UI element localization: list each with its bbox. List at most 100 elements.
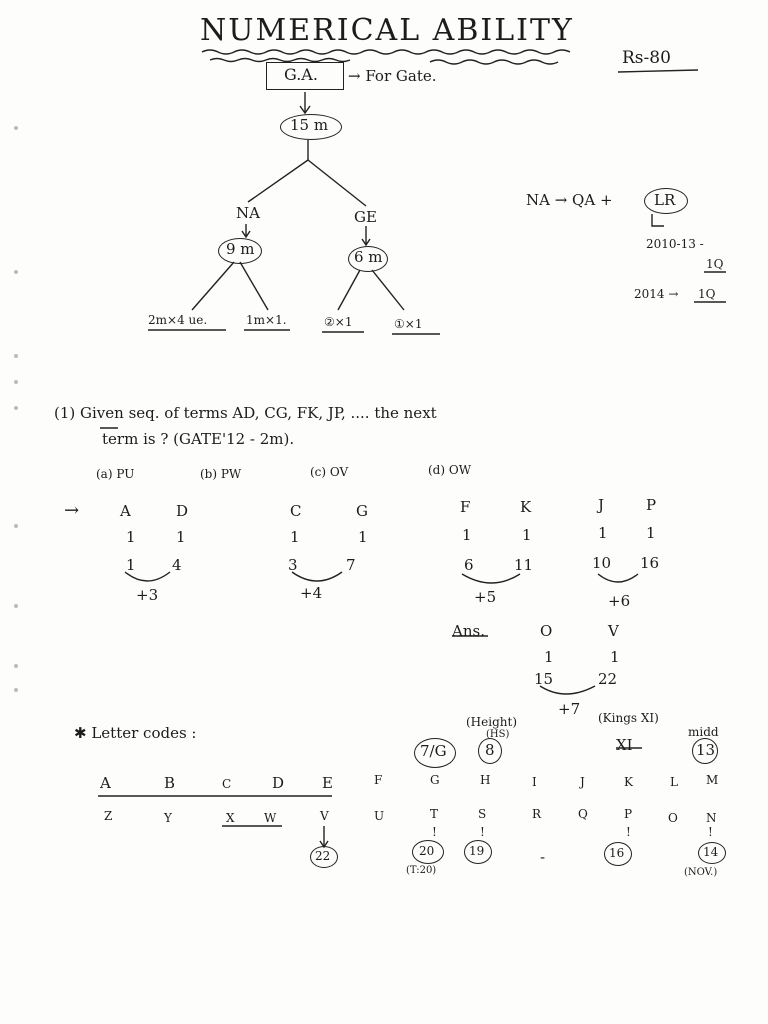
scan-speck <box>14 270 18 274</box>
row1-letter: L <box>670 775 678 789</box>
row2-letter: O <box>668 811 678 825</box>
page-title: NUMERICAL ABILITY <box>200 13 574 48</box>
row1-letter: B <box>164 774 176 792</box>
code-13: 13 <box>696 741 716 759</box>
code-7g: 7/G <box>420 742 447 760</box>
row2-letter: Z <box>104 809 113 823</box>
code-13-oval <box>692 738 718 764</box>
code-19: 19 <box>469 844 485 858</box>
row2-letter: W <box>264 811 277 825</box>
row1-letter: G <box>430 773 440 787</box>
root-marks: 15 m <box>290 116 329 134</box>
g2-letter-1: C <box>290 502 302 520</box>
years-1-value: 1Q <box>706 257 724 271</box>
scan-speck <box>14 664 18 668</box>
code-20-oval <box>412 840 444 864</box>
ge-oval <box>348 246 388 272</box>
tick-mark: ! <box>432 825 437 839</box>
years-2-value: 1Q <box>698 287 716 301</box>
code-22-oval <box>310 846 338 868</box>
g1-letter-1: A <box>120 502 131 520</box>
years-2: 2014 → <box>634 287 679 301</box>
letter-codes-heading: ✱ Letter codes : <box>74 724 197 742</box>
root-oval <box>280 114 342 140</box>
option-b: (b) PW <box>200 467 242 481</box>
question-line-1: (1) Given seq. of terms AD, CG, FK, JP, … <box>54 404 437 422</box>
years-1: 2010-13 - <box>646 237 704 251</box>
solution-arrow: → <box>64 500 80 521</box>
row1-letter: F <box>374 773 383 787</box>
scan-speck <box>14 354 18 358</box>
g2-num-2: 7 <box>346 556 356 574</box>
code-7g-oval <box>414 738 456 768</box>
code-dash: - <box>540 848 546 866</box>
g2-diff: +4 <box>300 584 323 602</box>
g2-rank-1: 1 <box>290 528 300 546</box>
g4-diff: +6 <box>608 592 631 610</box>
ans-num-1: 15 <box>534 670 554 688</box>
code-20: 20 <box>419 844 435 858</box>
row1-letter: K <box>624 775 633 789</box>
option-a: (a) PU <box>96 467 135 481</box>
na-left: 2m×4 ue. <box>148 313 208 327</box>
g4-rank-1: 1 <box>598 524 608 542</box>
g3-num-2: 11 <box>514 556 534 574</box>
g2-num-1: 3 <box>288 556 298 574</box>
ge-left: ②×1 <box>324 315 353 329</box>
ans-num-2: 22 <box>598 670 618 688</box>
option-d: (d) OW <box>428 463 472 477</box>
tick-mark: ! <box>480 825 485 839</box>
option-c: (c) OV <box>310 465 349 479</box>
lr-oval <box>644 188 688 214</box>
na-marks: 9 m <box>226 240 255 258</box>
code-16-oval <box>604 842 632 866</box>
price-note: Rs-80 <box>622 48 671 68</box>
row2-letter: X <box>226 811 235 825</box>
ans-diff: +7 <box>558 700 581 718</box>
ans-letter-1: O <box>540 622 553 640</box>
note-midd: midd <box>688 725 719 739</box>
row2-letter: Q <box>578 807 588 821</box>
g4-letter-1: J <box>598 496 605 514</box>
ga-note: → For Gate. <box>348 67 437 85</box>
row1-letter: H <box>480 773 491 787</box>
note-height: (Height) <box>466 715 517 729</box>
g1-rank-2: 1 <box>176 528 186 546</box>
code-t20: (T:20) <box>406 865 437 876</box>
code-xi: XI <box>616 736 633 754</box>
code-8-oval <box>478 738 502 764</box>
row1-letter: E <box>322 774 333 792</box>
g4-letter-2: P <box>646 496 657 514</box>
code-14-oval <box>698 842 726 864</box>
ans-rank-2: 1 <box>610 648 620 666</box>
ans-letter-2: V <box>608 622 619 640</box>
row2-letter: P <box>624 807 633 821</box>
g3-rank-1: 1 <box>462 526 472 544</box>
row2-letter: T <box>430 807 439 821</box>
g2-rank-2: 1 <box>358 528 368 546</box>
row1-letter: J <box>580 775 585 789</box>
g3-letter-1: F <box>460 498 471 516</box>
tick-mark: ! <box>708 825 713 839</box>
code-nov: (NOV.) <box>684 867 718 878</box>
ge-marks: 6 m <box>354 248 383 266</box>
row2-letter: S <box>478 807 487 821</box>
g3-num-1: 6 <box>464 556 474 574</box>
note-hs: (HS) <box>486 729 510 740</box>
g4-num-1: 10 <box>592 554 612 572</box>
g1-num-2: 4 <box>172 556 182 574</box>
scan-speck <box>14 524 18 528</box>
row1-letter: A <box>100 774 111 792</box>
row2-letter: Y <box>164 811 172 825</box>
ans-rank-1: 1 <box>544 648 554 666</box>
na-oval <box>218 238 262 264</box>
row1-letter: C <box>222 777 232 791</box>
code-22: 22 <box>315 849 331 863</box>
scan-speck <box>14 126 18 130</box>
g4-num-2: 16 <box>640 554 660 572</box>
code-16: 16 <box>609 846 625 860</box>
ga-label: G.A. <box>284 65 318 84</box>
row2-letter: V <box>320 809 329 823</box>
row2-letter: N <box>706 811 717 825</box>
